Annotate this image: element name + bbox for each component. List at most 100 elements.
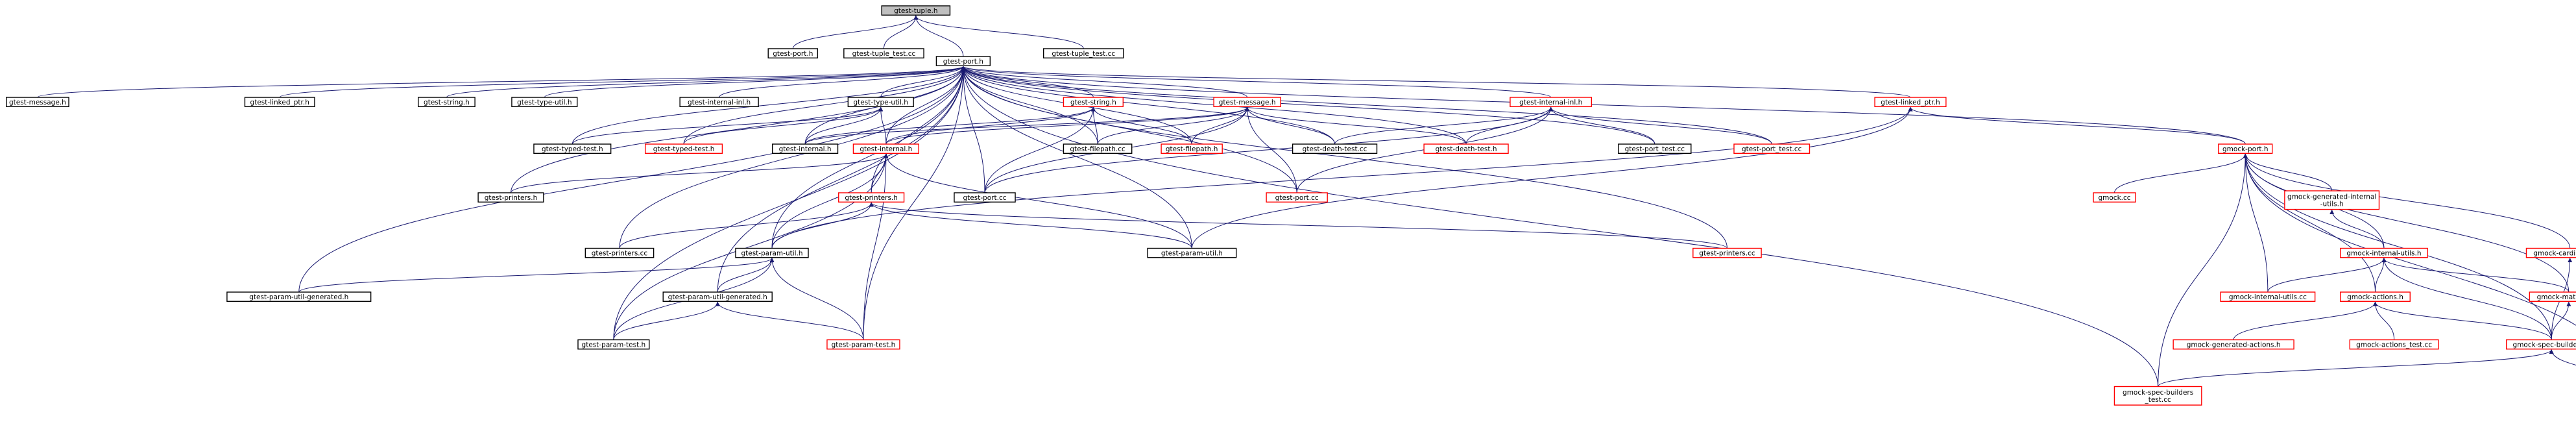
- node-gmockgeninternal[interactable]: gmock-generated-internal-utils.h: [2284, 190, 2380, 210]
- node-gdeathcc[interactable]: gtest-death-test.cc: [1292, 143, 1378, 154]
- node-gparamutil2[interactable]: gtest-param-util.h: [1147, 247, 1237, 258]
- node-gmockactions[interactable]: gmock-actions.h: [2340, 291, 2411, 302]
- edge-gmockactions-to-gmockinternalutils: [2375, 258, 2387, 293]
- node-gmockcc[interactable]: gmock.cc: [2093, 192, 2136, 203]
- node-gstring_l[interactable]: gtest-string.h: [418, 97, 475, 107]
- node-gprinterscc_b[interactable]: gtest-printers.cc: [584, 247, 655, 258]
- edge-gparamgen-to-gparamutil: [717, 258, 775, 293]
- edge-gparamutil2-to-gport: [961, 66, 1192, 249]
- node-ginternalinl[interactable]: gtest-internal-inl.h: [1510, 97, 1593, 107]
- node-gmockspec[interactable]: gmock-spec-builders.h: [2505, 339, 2576, 350]
- node-label: gtest-port.cc: [1275, 194, 1319, 202]
- node-box: [418, 97, 475, 107]
- node-gmessage[interactable]: gtest-message.h: [1213, 97, 1281, 107]
- node-n_tuple_test[interactable]: gtest-tuple_test.cc: [843, 48, 924, 58]
- node-gprinters_b[interactable]: gtest-printers.h: [477, 192, 544, 203]
- node-label: gtest-linked_ptr.h: [1881, 99, 1940, 106]
- node-label: gtest-internal-inl.h: [1519, 99, 1582, 106]
- edge-gmockinternalcc-to-gmockinternalutils: [2267, 258, 2387, 293]
- node-box: [771, 143, 839, 154]
- node-gprinters_r[interactable]: gtest-printers.h: [838, 192, 905, 203]
- node-label: _test.cc: [2144, 396, 2171, 404]
- edge-gmockgenactions-to-gmockactions: [2233, 301, 2377, 340]
- edge-gporttest_b-to-gport: [961, 66, 1655, 145]
- node-label: gtest-death-test.cc: [1303, 145, 1367, 153]
- node-gportcc[interactable]: gtest-port.cc: [954, 192, 1016, 203]
- edge-gmockport-to-gport: [961, 66, 2246, 145]
- node-gporttest_b[interactable]: gtest-port_test.cc: [1618, 143, 1692, 154]
- node-gmockactionstest[interactable]: gmock-actions_test.cc: [2349, 339, 2439, 350]
- node-label: gtest-port.h: [773, 50, 813, 58]
- edge-ginternal_b-to-gtypeutil: [804, 106, 884, 145]
- node-gstring[interactable]: gtest-string.h: [1063, 97, 1124, 107]
- node-gporttest_r[interactable]: gtest-port_test.cc: [1733, 143, 1811, 154]
- node-box: [1423, 143, 1509, 154]
- node-label: gmock-actions_test.cc: [2356, 341, 2432, 349]
- node-label: gtest-tuple.h: [894, 7, 937, 15]
- edge-gport-to-root: [913, 15, 964, 57]
- node-glinked[interactable]: gtest-linked_ptr.h: [1874, 97, 1947, 107]
- node-gmockinternalutils[interactable]: gmock-internal-utils.h: [2340, 247, 2428, 258]
- node-glinked_l[interactable]: gtest-linked_ptr.h: [244, 97, 315, 107]
- node-gparamutil[interactable]: gtest-param-util.h: [735, 247, 809, 258]
- node-gparamgen_l[interactable]: gtest-param-util-generated.h: [226, 291, 372, 302]
- edge-gmockinternalutils-to-gmockgeninternal: [2329, 209, 2385, 249]
- edge-gmockgennice-to-gmockspec: [2549, 349, 2576, 366]
- node-gmockport[interactable]: gmock-port.h: [2218, 143, 2273, 154]
- edge-gparamgen_l-to-gparamutil: [298, 258, 775, 293]
- node-box: [1692, 247, 1762, 258]
- edge-gdeathcc-to-ginternalinl: [1334, 106, 1554, 145]
- edge-ginternalinl-to-gport: [961, 66, 1552, 98]
- node-gtypeutil[interactable]: gtest-type-util.h: [847, 97, 914, 107]
- node-gmsg_l[interactable]: gtest-message.h: [6, 97, 69, 107]
- node-label: gtest-typed-test.h: [653, 145, 715, 153]
- node-box: [2349, 339, 2439, 350]
- edge-gparamtest_r-to-gparamutil: [769, 258, 864, 340]
- node-n_gport_t[interactable]: gtest-port.h: [767, 48, 819, 58]
- edge-n_tuple_test-to-root: [883, 15, 919, 49]
- edge-gmockspec-to-gmockinternalutils: [2381, 258, 2552, 340]
- edge-gparamutil2-to-glinked: [1191, 106, 1913, 249]
- node-box: [935, 56, 991, 66]
- edge-gtypedtest_r-to-gport: [683, 66, 966, 145]
- edge-gdeathcc-to-gport: [961, 66, 1336, 145]
- node-ginternal_b[interactable]: gtest-internal.h: [771, 143, 839, 154]
- node-label: gtest-internal-inl.h: [688, 99, 751, 106]
- node-box: [533, 143, 612, 154]
- edge-gmessage-to-gport: [961, 66, 1248, 98]
- node-n_tuple_test2[interactable]: gtest-tuple_test.cc: [1042, 48, 1124, 58]
- node-box: [1063, 143, 1133, 154]
- node-gmockmatchers[interactable]: gmock-matchers.h: [2529, 291, 2576, 302]
- edge-gmockactions-to-gmockport: [2243, 153, 2376, 293]
- edge-ginternal-to-gtypeutil: [878, 106, 887, 145]
- node-gdeathh[interactable]: gtest-death-test.h: [1423, 143, 1509, 154]
- edge-gparamtest_r-to-ginternal: [863, 153, 889, 340]
- node-gmockspectest[interactable]: gmock-spec-builders_test.cc: [2113, 386, 2202, 406]
- node-gportcc_r[interactable]: gtest-port.cc: [1266, 192, 1328, 203]
- node-gparamtest_r[interactable]: gtest-param-test.h: [826, 339, 900, 350]
- node-gtypedtest[interactable]: gtest-typed-test.h: [533, 143, 612, 154]
- edge-n_gport_t-to-root: [792, 15, 919, 49]
- node-gfilepath_b[interactable]: gtest-filepath.cc: [1063, 143, 1133, 154]
- edge-gmockspectest-to-gmockspec: [2158, 349, 2554, 387]
- node-gparamtest_b[interactable]: gtest-param-test.h: [577, 339, 650, 350]
- node-label: gtest-port_test.cc: [1625, 145, 1685, 153]
- edge-gparamtest_r-to-gparamgen: [715, 301, 864, 340]
- node-gtypeutil_l[interactable]: gtest-type-util.h: [511, 97, 578, 107]
- node-box: [644, 143, 723, 154]
- dependency-edges: [37, 15, 2576, 387]
- node-gtypedtest_r[interactable]: gtest-typed-test.h: [644, 143, 723, 154]
- edge-gporttest_b-to-ginternalinl: [1548, 106, 1655, 145]
- node-gmockcard[interactable]: gmock-cardinalities.h: [2525, 247, 2576, 258]
- node-gprinterscc_r[interactable]: gtest-printers.cc: [1692, 247, 1762, 258]
- edge-gparamtest_b-to-ginternal: [613, 153, 889, 340]
- node-gfilepath[interactable]: gtest-filepath.h: [1161, 143, 1223, 154]
- node-gport[interactable]: gtest-port.h: [935, 56, 991, 66]
- edge-gparamtest_b-to-gparamgen: [613, 301, 720, 340]
- node-ginternalinl_l[interactable]: gtest-internal-inl.h: [679, 97, 759, 107]
- node-gmockinternalcc[interactable]: gmock-internal-utils.cc: [2220, 291, 2316, 302]
- node-gparamgen[interactable]: gtest-param-util-generated.h: [662, 291, 773, 302]
- node-ginternal[interactable]: gtest-internal.h: [852, 143, 919, 154]
- node-label: gmock-generated-internal: [2287, 193, 2376, 201]
- node-gmockgenactions[interactable]: gmock-generated-actions.h: [2173, 339, 2294, 350]
